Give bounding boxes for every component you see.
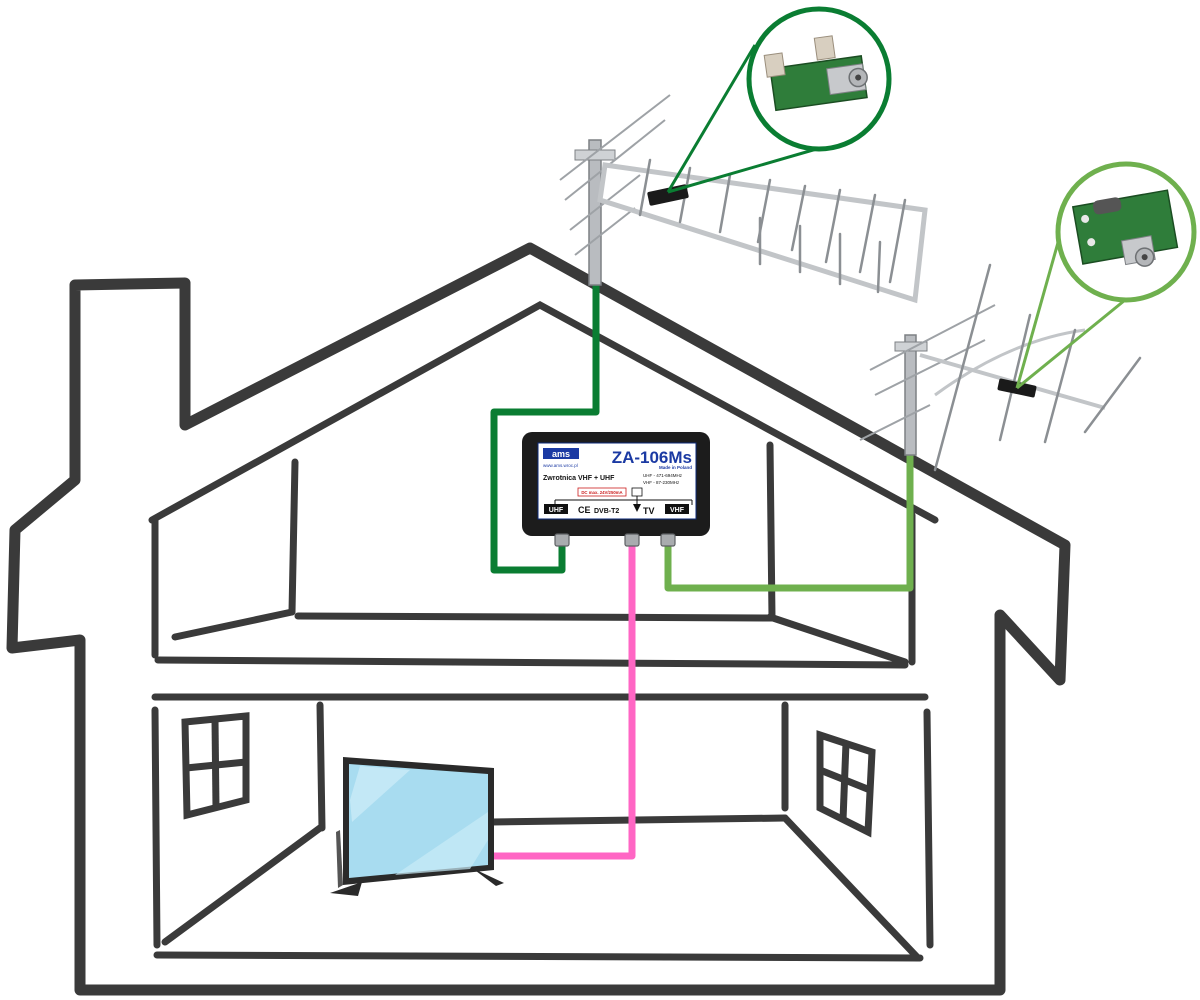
vhf-amplifier-zoom [1015,161,1197,390]
uhf-cable [490,282,600,574]
tv-arrow-icon [633,504,641,512]
vhf-cable [664,452,914,592]
vhf-antenna [859,263,1142,472]
spec-vhf: VHF - 87-230MHz [643,480,680,485]
tv-cable [492,545,636,860]
house-outline [6,242,1071,996]
uhf-connector [554,533,570,547]
website-label: www.ams.wroc.pl [543,463,578,468]
uhf-antenna [559,94,928,304]
description-label: Zwrotnica VHF + UHF [543,475,615,482]
ce-mark: CE [578,505,591,515]
port-uhf-label: UHF [549,507,564,514]
window-right [816,730,876,838]
dvb-mark: DVB-T2 [594,508,619,515]
vhf-connector [660,533,676,547]
brand-name: ams [552,449,570,459]
made-in-label: Made in Poland [659,465,692,470]
spec-uhf: UHF - 471-694MHz [643,473,683,478]
television [330,757,504,896]
combiner-device: ams www.ams.wroc.pl ZA-106Ms Made in Pol… [522,432,710,547]
window-left [181,712,250,820]
port-vhf-label: VHF [670,507,685,514]
brand-logo [543,448,579,459]
port-tv-label: TV [643,506,655,516]
uhf-amplifier-zoom [666,6,892,194]
model-label: ZA-106Ms [612,448,692,467]
dc-note: DC max. 24V/250mA [581,490,622,495]
tv-connector [624,533,640,547]
